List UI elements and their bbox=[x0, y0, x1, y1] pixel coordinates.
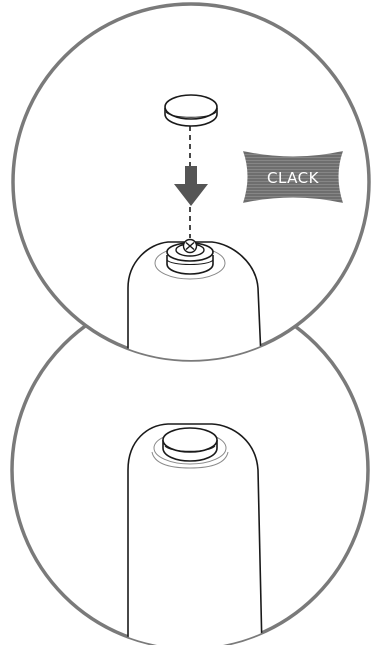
bottom-bottle bbox=[128, 424, 262, 645]
clack-sound-badge: CLACK bbox=[243, 151, 343, 203]
dust-cap-installed bbox=[163, 428, 217, 461]
dust-cap-icon bbox=[165, 95, 217, 126]
clack-label: CLACK bbox=[267, 169, 320, 187]
top-panel: CLACK bbox=[13, 4, 369, 380]
